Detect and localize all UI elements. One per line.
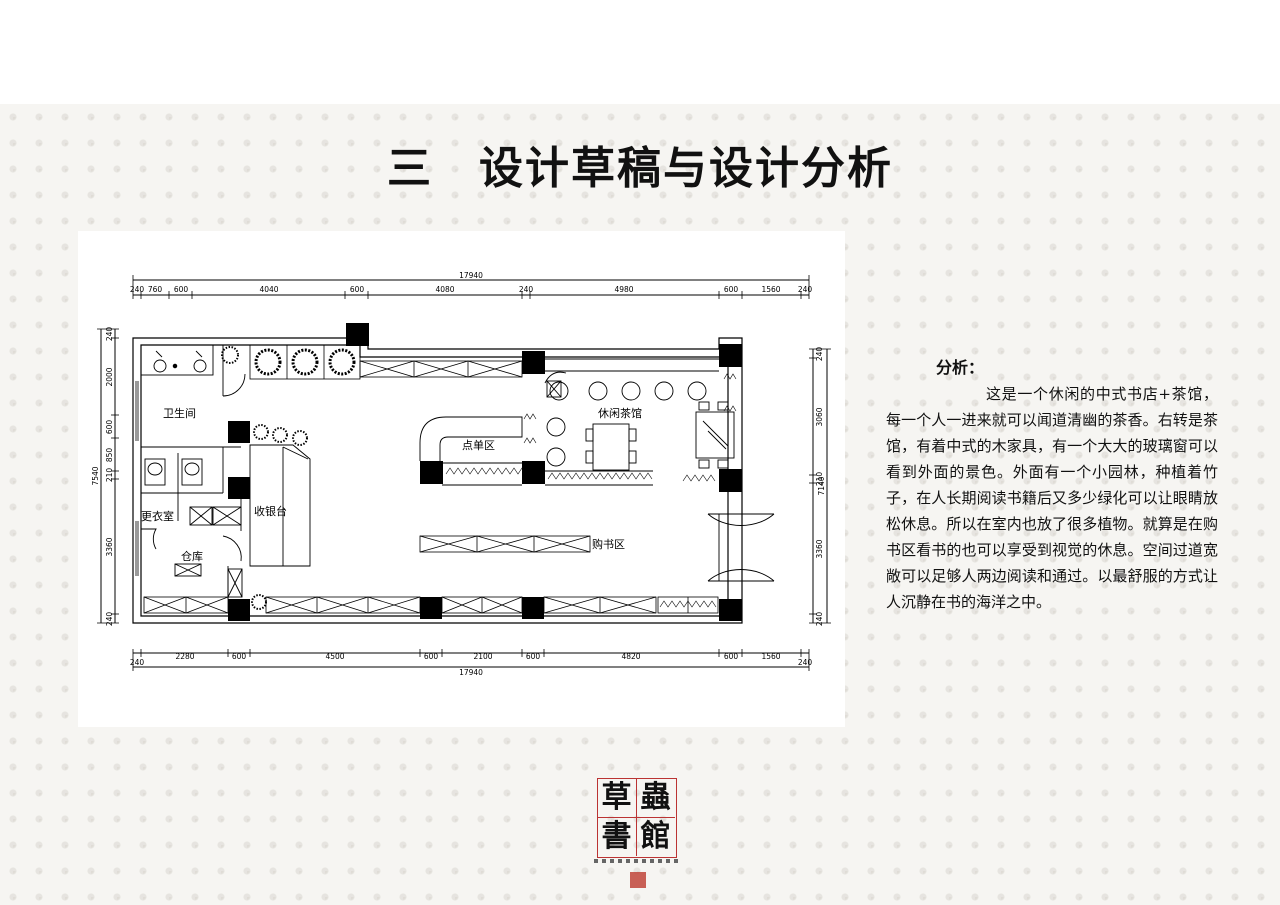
dim-bottom-7: 600 [526,652,541,661]
logo-char-4: 館 [640,819,671,854]
logo-char-3: 書 [601,819,632,854]
dim-bottom-5: 600 [424,652,439,661]
dim-top-3: 600 [174,285,189,294]
dim-right-1: 240 [815,347,824,362]
dressing-storage-rooms [141,493,243,599]
analysis-body: 这是一个休闲的中式书店+茶馆，每一个人一进来就可以闻道清幽的茶香。右转是茶馆，有… [886,385,1218,611]
dim-bottom-3: 600 [232,652,247,661]
dim-right-3: 210 [815,472,824,487]
logo-subtitle-glyphs [594,859,678,863]
dim-bottom-11: 240 [798,658,813,667]
logo-char-2: 蟲 [640,780,671,815]
logo-subtitle-mark [590,858,686,866]
book-display-shelf [419,535,591,553]
header-band [0,0,1280,104]
tea-house-area [544,358,735,486]
top-dimension-lines [132,275,810,299]
logo-char-1: 草 [601,780,632,815]
dim-bottom-2: 2280 [175,652,194,661]
dim-left-6: 3360 [105,537,114,556]
room-label-order: 点单区 [462,439,495,452]
dim-top-2: 760 [148,285,163,294]
section-title: 设计草稿与设计分析 [479,143,893,194]
dim-top-1: 240 [130,285,145,294]
dim-bottom-6: 2100 [473,652,492,661]
planter-foliage [221,346,356,610]
dim-bottom-10: 1560 [761,652,780,661]
order-counter [419,416,523,486]
dim-top-6: 4080 [435,285,454,294]
dim-top-9: 600 [724,285,739,294]
dim-top-10: 1560 [761,285,780,294]
dim-top-7: 240 [519,285,534,294]
dim-top-8: 4980 [614,285,633,294]
dim-right-4: 3360 [815,539,824,558]
red-seal-stamp [630,872,646,888]
room-label-storage: 仓库 [181,549,203,563]
logo-frame [597,778,677,858]
dim-right-5: 240 [815,612,824,627]
dim-left-1: 240 [105,327,114,342]
dim-bottom-total: 17940 [459,668,483,677]
cashier-counter [249,444,311,567]
dim-top-11: 240 [798,285,813,294]
dim-bottom-1: 240 [130,658,145,667]
room-label-toilet: 卫生间 [163,406,196,420]
dim-bottom-8: 4820 [621,652,640,661]
entrance-double-door [707,513,775,582]
dim-left-5: 210 [105,468,114,483]
dim-left-4: 850 [105,448,114,463]
dim-top-total: 17940 [459,271,483,280]
dim-left-3: 600 [105,420,114,435]
bottom-dimension-lines [132,649,810,671]
floor-plan-drawing: 17940 240 760 600 4040 600 4080 240 4980… [91,271,831,677]
room-label-tea-house: 休闲茶馆 [598,406,642,420]
structural-columns [228,323,742,621]
dim-left-2: 2000 [105,367,114,386]
right-dimension-lines [809,348,831,624]
page-title: 三设计草稿与设计分析 [0,132,1280,196]
dim-bottom-9: 600 [724,652,739,661]
dim-right-total: 7140 [817,476,826,495]
top-dimension-labels: 17940 240 760 600 4040 600 4080 240 4980… [130,271,813,294]
dim-right-2: 3060 [815,407,824,426]
top-bookshelf [359,360,523,378]
room-label-books: 购书区 [592,537,625,551]
left-windows [135,381,139,576]
toilet-room [140,344,246,494]
dim-left-7: 240 [105,612,114,627]
dim-bottom-4: 4500 [325,652,344,661]
dim-left-total: 7540 [91,466,100,485]
room-label-cashier: 收银台 [254,504,287,518]
analysis-text: 分析： 这是一个休闲的中式书店+茶馆，每一个人一进来就可以闻道清幽的茶香。右转是… [886,355,1218,615]
logo-divider-horizontal [597,817,675,818]
right-dimension-labels: 7140 240 3060 210 3360 240 [815,347,826,627]
dim-top-5: 600 [350,285,365,294]
analysis-heading: 分析： [936,358,985,377]
left-dimension-labels: 7540 240 2000 600 850 210 3360 240 [91,327,114,627]
bottom-dimension-labels: 240 2280 600 4500 600 2100 600 4820 600 … [130,652,813,677]
floor-plan-panel: 17940 240 760 600 4040 600 4080 240 4980… [78,231,845,727]
room-label-dressing: 更衣室 [141,509,174,523]
brand-logo: 草 蟲 書 館 [597,778,677,858]
section-number: 三 [387,143,433,194]
plant-row-foliage [445,373,737,608]
left-dimension-lines [97,328,119,624]
dim-top-4: 4040 [259,285,278,294]
bottom-bookshelves [143,596,719,614]
